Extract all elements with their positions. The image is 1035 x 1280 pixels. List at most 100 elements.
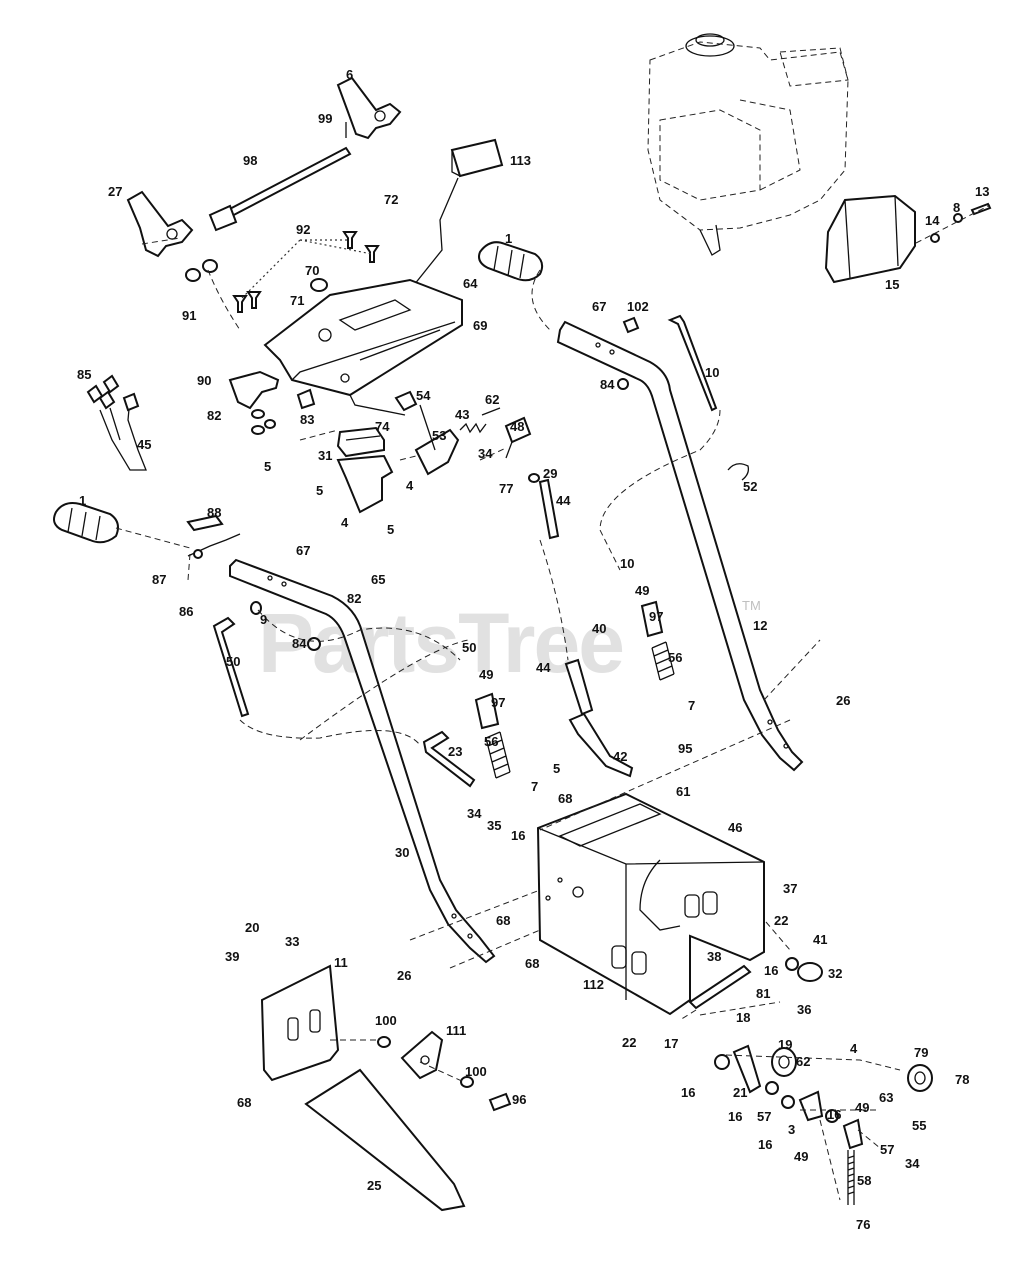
- part-90-bracket: [228, 370, 280, 410]
- part-102-plug: [622, 316, 640, 334]
- callout-label: 50: [226, 654, 240, 669]
- part-56-spring-left: [485, 731, 511, 779]
- callout-label: 40: [592, 621, 606, 636]
- leader-lines: [115, 237, 901, 1201]
- callout-label: 16: [681, 1085, 695, 1100]
- callout-label: 49: [635, 583, 649, 598]
- part-84-bolt-lower: [307, 637, 321, 651]
- part-58-spring: [847, 1150, 855, 1205]
- callout-label: 16: [764, 963, 778, 978]
- callout-label: 98: [243, 153, 257, 168]
- part-97-bushing-right: [640, 600, 664, 638]
- part-10-rod-upper: [667, 314, 718, 412]
- callout-label: 22: [622, 1035, 636, 1050]
- part-91-bushings: [185, 259, 218, 282]
- callout-label: 84: [292, 636, 307, 651]
- part-16-spacers: [714, 1054, 839, 1123]
- part-74-plate: [336, 426, 385, 458]
- part-83-clip: [296, 388, 316, 410]
- callout-label: 29: [543, 466, 557, 481]
- part-21-arm: [732, 1044, 762, 1094]
- callout-label: 16: [511, 828, 525, 843]
- callout-label: 82: [347, 591, 361, 606]
- part-84-bolt-upper: [617, 378, 629, 390]
- callout-label: 41: [813, 932, 827, 947]
- callout-label: 86: [179, 604, 193, 619]
- callout-label: 39: [225, 949, 239, 964]
- part-87-connector: [187, 533, 241, 559]
- callout-label: 49: [479, 667, 493, 682]
- callout-label: 13: [975, 184, 989, 199]
- part-1-grip-left: [53, 502, 119, 544]
- callout-label: 77: [499, 481, 513, 496]
- callout-label: 30: [395, 845, 409, 860]
- callout-label: 44: [536, 660, 551, 675]
- callout-label: 3: [788, 1122, 795, 1137]
- callout-labels: 6 99 98 27 113 72 92 70 71 64 69 91 1 67…: [77, 67, 989, 1232]
- part-42-lever: [568, 712, 634, 778]
- callout-label: 58: [857, 1173, 871, 1188]
- callout-label: 68: [558, 791, 572, 806]
- callout-label: 91: [182, 308, 196, 323]
- part-70-knob: [310, 278, 328, 292]
- callout-label: 57: [757, 1109, 771, 1124]
- callout-label: 50: [462, 640, 476, 655]
- part-111-bracket: [400, 1030, 444, 1080]
- part-43-spring: [459, 422, 487, 434]
- callout-label: 56: [484, 734, 498, 749]
- callout-label: 53: [432, 428, 446, 443]
- callout-label: 5: [553, 761, 560, 776]
- callout-label: 62: [796, 1054, 810, 1069]
- callout-label: 22: [774, 913, 788, 928]
- engine: [647, 33, 849, 256]
- callout-label: 55: [912, 1118, 926, 1133]
- callout-label: 27: [108, 184, 122, 199]
- callout-label: 12: [753, 618, 767, 633]
- callout-label: 111: [446, 1023, 466, 1038]
- callout-label: 63: [879, 1090, 893, 1105]
- callout-label: 10: [705, 365, 719, 380]
- callout-label: 85: [77, 367, 91, 382]
- part-12-handle-right: [556, 320, 804, 772]
- part-44-rod-lower: [564, 658, 594, 716]
- callout-label: 9: [260, 612, 267, 627]
- part-1-grip-right: [478, 241, 544, 282]
- callout-label: 87: [152, 572, 166, 587]
- callout-label: 71: [290, 293, 304, 308]
- callout-label: 72: [384, 192, 398, 207]
- part-82-washers: [251, 409, 276, 435]
- callout-label: 34: [905, 1156, 920, 1171]
- callout-label: 100: [375, 1013, 397, 1028]
- callout-label: 64: [463, 276, 478, 291]
- shroud-hardware: [915, 202, 992, 244]
- part-45-harness: [86, 374, 147, 471]
- part-100-bushings: [377, 1036, 474, 1088]
- callout-label: 33: [285, 934, 299, 949]
- callout-label: 6: [346, 67, 353, 82]
- callout-label: 61: [676, 784, 690, 799]
- watermark-trademark: TM: [742, 598, 761, 613]
- callout-label: 4: [406, 478, 414, 493]
- callout-label: 90: [197, 373, 211, 388]
- part-97-bushing-left: [474, 692, 500, 730]
- callout-label: 19: [778, 1037, 792, 1052]
- callout-label: 92: [296, 222, 310, 237]
- callout-label: 42: [613, 749, 627, 764]
- callout-label: 82: [207, 408, 221, 423]
- part-55-arm: [842, 1118, 864, 1150]
- callout-label: 95: [678, 741, 692, 756]
- callout-label: 34: [478, 446, 493, 461]
- callout-label: 70: [305, 263, 319, 278]
- callout-label: 97: [649, 609, 663, 624]
- callout-label: 8: [953, 200, 960, 215]
- part-56-spring-right: [651, 641, 675, 681]
- part-29-nut: [528, 473, 540, 483]
- callout-label: 57: [880, 1142, 894, 1157]
- callout-label: 18: [736, 1010, 750, 1025]
- part-38-shaft: [688, 964, 752, 1010]
- part-32-bearing: [785, 957, 823, 982]
- part-54-knob: [394, 390, 418, 412]
- part-53-lever: [414, 404, 460, 476]
- callout-label: 56: [668, 650, 682, 665]
